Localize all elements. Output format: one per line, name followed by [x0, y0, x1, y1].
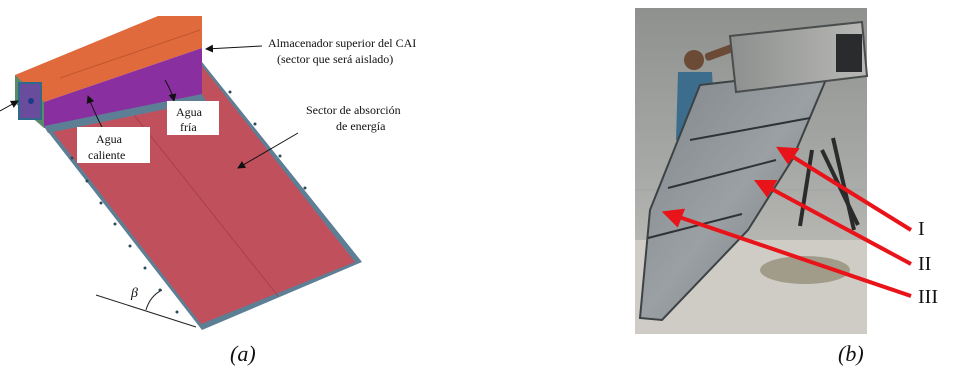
marker-III: III [918, 286, 938, 308]
hot-water-box [77, 127, 150, 163]
photo-joint-3 [647, 213, 743, 239]
tank-top [15, 16, 202, 102]
arrow-I [788, 153, 913, 232]
panel-a-diagram: β Almacenador superior del CAI (sector q… [0, 16, 416, 366]
photo-joint-2 [667, 159, 777, 189]
marker-arrows [661, 146, 913, 298]
photo-tank [728, 20, 869, 94]
marker-I: I [918, 218, 925, 240]
tank-base-rail [44, 94, 206, 133]
absorption-label-line1: Sector de absorción [306, 103, 401, 117]
cold-water-line1: Agua [176, 105, 203, 119]
frame-bolts [70, 90, 307, 314]
cold-water-line2: fría [180, 120, 197, 134]
cold-water-arrow [164, 79, 177, 102]
arrow-III [675, 214, 912, 298]
marker-II: II [918, 253, 931, 275]
photo-joint-1 [689, 117, 811, 141]
panel-b-caption: (b) [838, 341, 864, 366]
photo-collector [638, 68, 832, 322]
storage-label-line1: Almacenador superior del CAI [268, 36, 416, 50]
absorption-label-line2: de energía [336, 119, 386, 133]
tank-inner-diagonal [59, 29, 201, 79]
cold-water-box [167, 101, 219, 135]
tank-front [44, 48, 202, 128]
beta-arc [145, 289, 163, 311]
hot-water-line1: Agua [96, 132, 123, 146]
panel-b-photo: I II III (b) [635, 8, 938, 366]
beta-ground-line [95, 294, 197, 328]
panel-a-caption: (a) [230, 341, 256, 366]
arrow-II [767, 185, 912, 266]
absorption-arrow [237, 132, 299, 169]
beta-symbol: β [130, 286, 138, 301]
water-stain [760, 256, 850, 284]
tank-outlet [28, 98, 34, 104]
storage-arrow [205, 44, 263, 53]
photo-tank-opening [836, 34, 862, 72]
storage-label-line2: (sector que será aislado) [277, 52, 393, 66]
tank-end-pointer [0, 100, 19, 112]
hot-water-line2: caliente [88, 148, 125, 162]
